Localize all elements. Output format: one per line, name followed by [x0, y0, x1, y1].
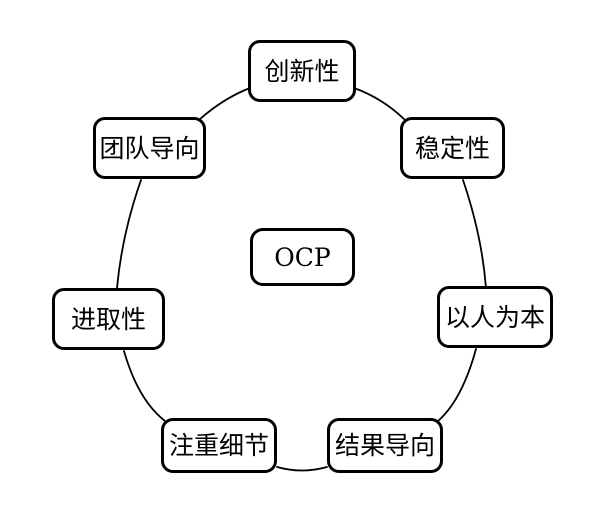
node-people-oriented[interactable]: 以人为本	[437, 286, 553, 348]
node-innovation[interactable]: 创新性	[248, 40, 356, 102]
connector-innovation-to-stability	[353, 87, 405, 120]
node-ocp-center-label: OCP	[274, 242, 331, 272]
connector-result-to-detail	[276, 466, 328, 472]
node-stability[interactable]: 稳定性	[400, 117, 505, 179]
node-result-oriented-label: 结果导向	[334, 431, 435, 460]
node-people-oriented-label: 以人为本	[444, 302, 545, 332]
node-innovation-label: 创新性	[264, 56, 340, 86]
node-attention-detail-label: 注重细节	[168, 431, 269, 460]
node-attention-detail[interactable]: 注重细节	[161, 418, 277, 473]
connector-stability-to-people	[462, 179, 487, 289]
node-stability-label: 稳定性	[414, 133, 490, 163]
node-aggressiveness-label: 进取性	[70, 304, 146, 334]
node-result-oriented[interactable]: 结果导向	[327, 418, 443, 473]
node-team-oriented-label: 团队导向	[99, 133, 200, 163]
node-ocp-center[interactable]: OCP	[250, 228, 355, 286]
node-aggressiveness[interactable]: 进取性	[52, 288, 165, 350]
connector-aggressive-to-team	[116, 179, 142, 289]
connector-detail-to-aggressive	[123, 350, 166, 422]
connector-people-to-result	[437, 348, 477, 422]
node-team-oriented[interactable]: 团队导向	[93, 117, 206, 179]
connector-team-to-innovation	[199, 87, 251, 120]
